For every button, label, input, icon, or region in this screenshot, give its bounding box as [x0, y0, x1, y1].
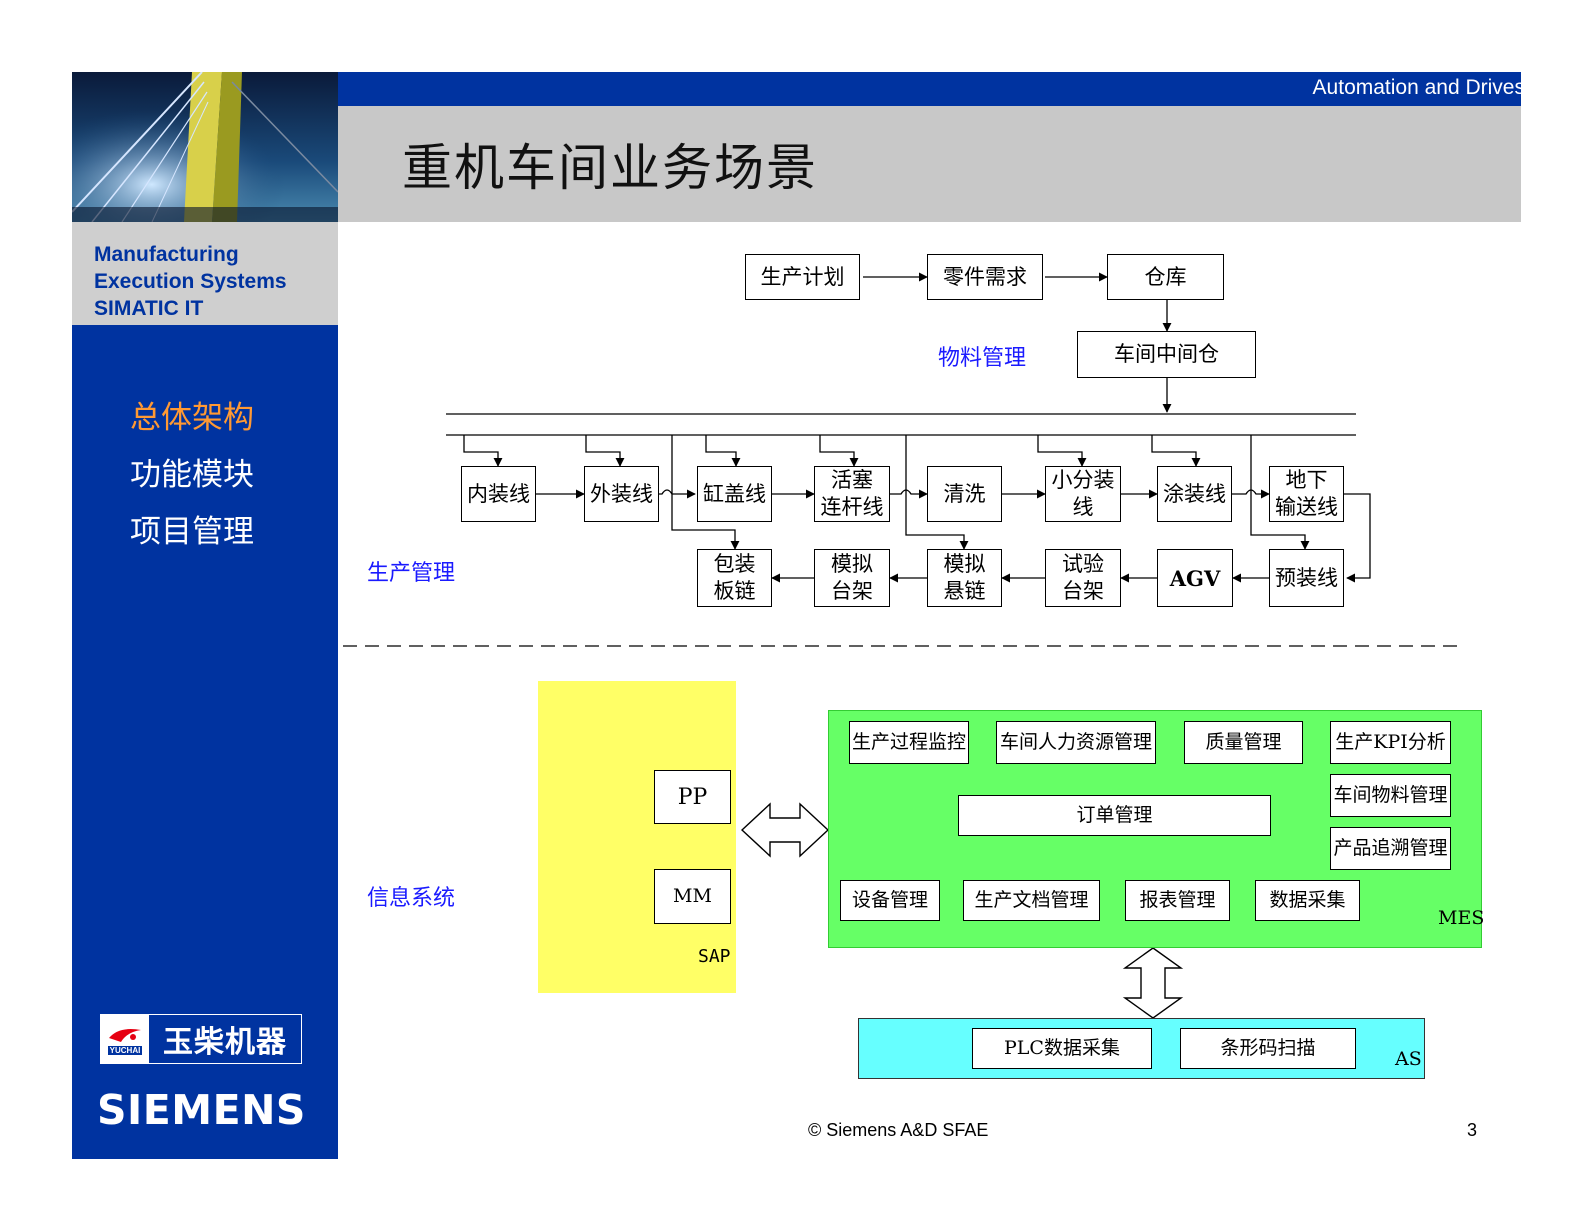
mes-data-collection: 数据采集 — [1255, 880, 1360, 921]
mes-order-management: 订单管理 — [958, 795, 1271, 836]
sap-module-pp: PP — [654, 770, 731, 824]
line-packing-chain: 包装 板链 — [697, 549, 772, 607]
node-warehouse: 仓库 — [1107, 254, 1224, 300]
as-barcode-scanning: 条形码扫描 — [1180, 1028, 1356, 1069]
page-number: 3 — [1467, 1120, 1477, 1141]
label-material-management: 物料管理 — [938, 340, 1026, 372]
mes-product-traceability: 产品追溯管理 — [1330, 827, 1451, 870]
line-cylinder-head: 缸盖线 — [697, 466, 772, 522]
label-production-management: 生产管理 — [367, 555, 455, 587]
node-parts-demand: 零件需求 — [927, 254, 1043, 300]
label-information-systems: 信息系统 — [367, 880, 455, 912]
mes-equipment-management: 设备管理 — [840, 880, 940, 921]
line-sim-bench: 模拟 台架 — [814, 549, 890, 607]
line-agv: AGV — [1157, 549, 1233, 607]
mes-report-management: 报表管理 — [1125, 880, 1230, 921]
as-plc-data-collection: PLC数据采集 — [972, 1028, 1152, 1069]
line-sub-assembly: 小分装 线 — [1045, 466, 1121, 522]
mes-material-management: 车间物料管理 — [1330, 774, 1451, 817]
as-tag: AS — [1395, 1048, 1422, 1070]
line-pre-assembly: 预装线 — [1269, 549, 1344, 607]
node-production-plan: 生产计划 — [745, 254, 860, 300]
line-underground-conveyor: 地下 输送线 — [1269, 466, 1344, 522]
line-inner-assembly: 内装线 — [461, 466, 536, 522]
line-test-bench: 试验 台架 — [1045, 549, 1121, 607]
mes-quality-management: 质量管理 — [1184, 721, 1303, 764]
copyright: © Siemens A&D SFAE — [808, 1120, 988, 1141]
mes-tag: MES — [1438, 907, 1484, 929]
mes-kpi-analysis: 生产KPI分析 — [1330, 721, 1451, 764]
mes-process-monitoring: 生产过程监控 — [849, 721, 969, 764]
line-outer-assembly: 外装线 — [584, 466, 659, 522]
line-sim-conveyor: 模拟 悬链 — [927, 549, 1002, 607]
sap-module-mm: MM — [654, 869, 731, 924]
line-painting: 涂装线 — [1157, 466, 1232, 522]
line-piston-rod: 活塞 连杆线 — [814, 466, 890, 522]
sap-tag: SAP — [698, 946, 731, 967]
mes-document-management: 生产文档管理 — [963, 880, 1100, 921]
mes-hr-management: 车间人力资源管理 — [996, 721, 1156, 764]
line-cleaning: 清洗 — [927, 466, 1002, 522]
node-workshop-buffer: 车间中间仓 — [1077, 331, 1256, 378]
